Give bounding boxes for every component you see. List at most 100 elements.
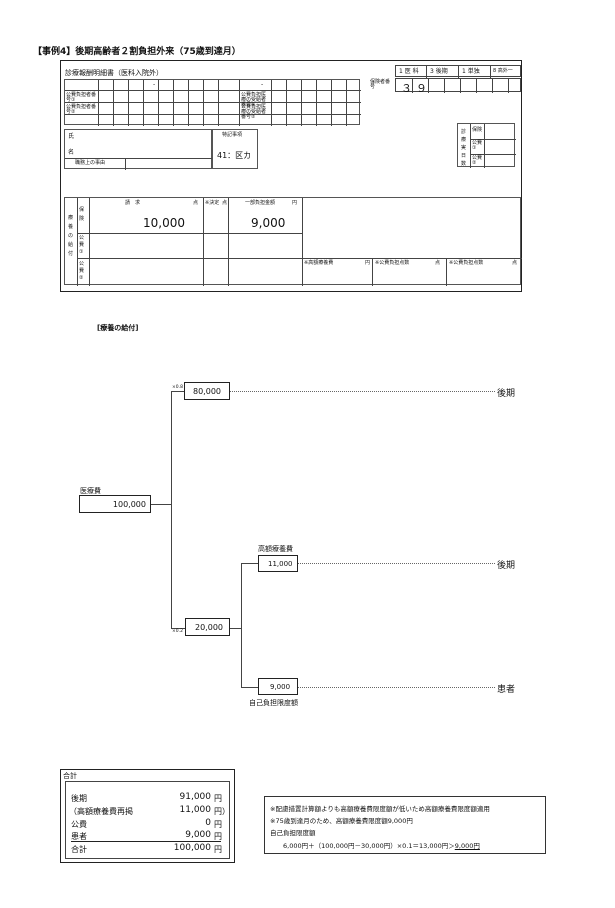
claim-value: 10,000 bbox=[143, 216, 185, 230]
note-line-1: ※配慮措置計算額よりも高額療養費限度額が低いため高額療養費限度額適用 bbox=[270, 805, 490, 813]
split-line bbox=[171, 391, 172, 629]
kogaku-dotted-line bbox=[298, 563, 495, 564]
self-label: 自己負担限度額 bbox=[249, 699, 298, 707]
dash-left: - bbox=[153, 81, 156, 88]
summary-inner bbox=[65, 781, 230, 859]
lower-connector bbox=[171, 628, 185, 629]
bottom-kohi-points-2-unit: 点 bbox=[512, 260, 518, 266]
days-row-kohi2: 公費② bbox=[472, 155, 483, 166]
summary-row-unit: 円 bbox=[214, 820, 222, 829]
kohi2-recipient-label: 公費負担医療の受給者番号② bbox=[241, 104, 267, 120]
summary-row-label: 後期 bbox=[71, 794, 87, 803]
section-title: [療養の給付] bbox=[97, 324, 139, 332]
summary-row-unit: 円 bbox=[214, 794, 222, 803]
upper-dest: 後期 bbox=[497, 389, 516, 399]
summary-row-value: 91,000 bbox=[179, 792, 212, 802]
code-medical: 1 医 科 bbox=[399, 68, 419, 75]
page-title: 【事例4】後期高齢者２割負担外来（75歳到達月） bbox=[33, 47, 241, 57]
self-dotted-line bbox=[298, 687, 495, 688]
notes-box: ※配慮措置計算額よりも高額療養費限度額が低いため高額療養費限度額適用 ※75歳到… bbox=[264, 796, 546, 854]
days-block: 診療実日数 保険 公費① 公費② bbox=[457, 123, 516, 168]
note-line-3: 自己負担限度額 bbox=[270, 829, 316, 837]
special-value: 41：区カ bbox=[217, 151, 252, 160]
special-label: 特記事項 bbox=[222, 132, 243, 138]
occupation-label: 職務上の事由 bbox=[75, 160, 106, 166]
lower-box: 20,000 bbox=[185, 618, 230, 636]
benefit-table: 療養の給付 保険 公費① 公費② 請 求 点 ※決定 点 一部負担金額 円 10… bbox=[64, 197, 522, 286]
code-single: 1 単独 bbox=[462, 68, 480, 75]
lower-out-connector bbox=[230, 628, 241, 629]
days-row-insurance: 保険 bbox=[472, 127, 483, 133]
summary-row-unit: 円） bbox=[214, 807, 230, 816]
bottom-kohi-points-1-unit: 点 bbox=[435, 260, 441, 266]
upper-ratio: ×0.8 bbox=[172, 385, 183, 390]
upper-connector bbox=[171, 391, 184, 392]
note-line-2: ※75歳到達月のため、高額療養費限度額9,000円 bbox=[270, 817, 413, 825]
root-label: 医療費 bbox=[80, 487, 101, 495]
insurer-label: 保険者番号 bbox=[370, 79, 391, 90]
bottom-kogaku: ※高額療養費 bbox=[304, 260, 334, 266]
summary-row-label: （高額療養費再掲 bbox=[69, 807, 133, 816]
self-connector bbox=[241, 687, 258, 688]
lower-ratio: ×0.2 bbox=[172, 629, 183, 634]
lower-value: 20,000 bbox=[195, 623, 223, 632]
upper-box: 80,000 bbox=[184, 382, 230, 400]
insurer-number-cells: ３９ bbox=[395, 78, 521, 95]
kohi1-payer-label: 公費負担者番号① bbox=[66, 92, 97, 103]
col-claim-unit: 点 bbox=[193, 200, 199, 206]
name-label: 氏 bbox=[68, 133, 75, 140]
name-block: 氏 名 職務上の事由 bbox=[64, 129, 213, 170]
root-value: 100,000 bbox=[112, 500, 146, 509]
col-decision: ※決定 bbox=[205, 200, 220, 206]
col-burden-unit: 円 bbox=[292, 200, 298, 206]
kogaku-label: 高額療養費 bbox=[258, 545, 293, 553]
days-label: 診療実日数 bbox=[461, 129, 467, 167]
form-header: 診療報酬明細書（医科入院外） bbox=[65, 69, 163, 77]
summary-row-value: 0 bbox=[205, 818, 211, 828]
upper-value: 80,000 bbox=[193, 387, 221, 396]
code-cells: 1 医 科 3 後期 1 単独 8 高外一 bbox=[395, 65, 521, 78]
summary-total-unit: 円 bbox=[214, 845, 222, 854]
summary-total-value: 100,000 bbox=[173, 843, 211, 853]
summary-row-label: 公費 bbox=[71, 820, 87, 829]
summary-box: 合計 後期 91,000 円 （高額療養費再掲 11,000 円） 公費 0 円… bbox=[60, 769, 235, 863]
summary-row-value: 9,000 bbox=[185, 830, 211, 840]
days-row-kohi1: 公費① bbox=[472, 140, 483, 151]
col-burden: 一部負担金額 bbox=[245, 200, 276, 206]
dash-right: - bbox=[261, 81, 264, 88]
benefit-side-label: 療養の給付 bbox=[68, 215, 74, 257]
summary-title: 合計 bbox=[63, 772, 77, 780]
insurer-digits: ３９ bbox=[401, 82, 431, 95]
summary-row-value: 11,000 bbox=[179, 805, 212, 815]
bottom-kohi-points-1: ※公費負担点数 bbox=[375, 260, 410, 266]
kogaku-box: 11,000 bbox=[258, 555, 298, 572]
col-decision-unit: 点 bbox=[222, 200, 228, 206]
summary-total-label: 合計 bbox=[71, 845, 87, 854]
kogaku-value: 11,000 bbox=[268, 560, 293, 568]
benefit-row-kohi1: 公費① bbox=[79, 235, 85, 255]
note-result: 9,000円 bbox=[454, 842, 480, 850]
self-box: 9,000 bbox=[258, 678, 298, 695]
benefit-row-insurance: 保険 bbox=[79, 207, 85, 222]
bottom-kohi-points-2: ※公費負担点数 bbox=[449, 260, 484, 266]
summary-underline bbox=[71, 841, 221, 842]
note-formula: 6,000円＋（100,000円－30,000円）×0.1＝13,000円＞ bbox=[283, 842, 455, 850]
col-claim: 請 求 bbox=[125, 200, 141, 206]
kohi-grid: - - 公費負担者番号① 公費負担者番号② 公費負担医療の受給者番号① 公費負担… bbox=[64, 79, 361, 126]
summary-row-label: 患者 bbox=[71, 832, 87, 841]
name-label-2: 名 bbox=[68, 149, 75, 156]
bottom-kogaku-unit: 円 bbox=[365, 260, 371, 266]
special-block: 特記事項 41：区カ bbox=[212, 129, 258, 169]
lower-split-line bbox=[241, 563, 242, 687]
code-kouki: 3 後期 bbox=[430, 68, 448, 75]
kogaku-dest: 後期 bbox=[497, 561, 516, 571]
root-connector bbox=[151, 504, 171, 505]
self-value: 9,000 bbox=[270, 683, 291, 691]
burden-value: 9,000 bbox=[251, 216, 286, 230]
kogaku-connector bbox=[241, 563, 258, 564]
kohi1-recipient-label: 公費負担医療の受給者番号① bbox=[241, 92, 267, 108]
upper-dotted-line bbox=[230, 391, 495, 392]
receipt-form: 診療報酬明細書（医科入院外） 1 医 科 3 後期 1 単独 8 高外一 保険者… bbox=[60, 60, 522, 292]
benefit-row-kohi2: 公費② bbox=[79, 261, 85, 281]
kohi2-payer-label: 公費負担者番号② bbox=[66, 104, 97, 115]
